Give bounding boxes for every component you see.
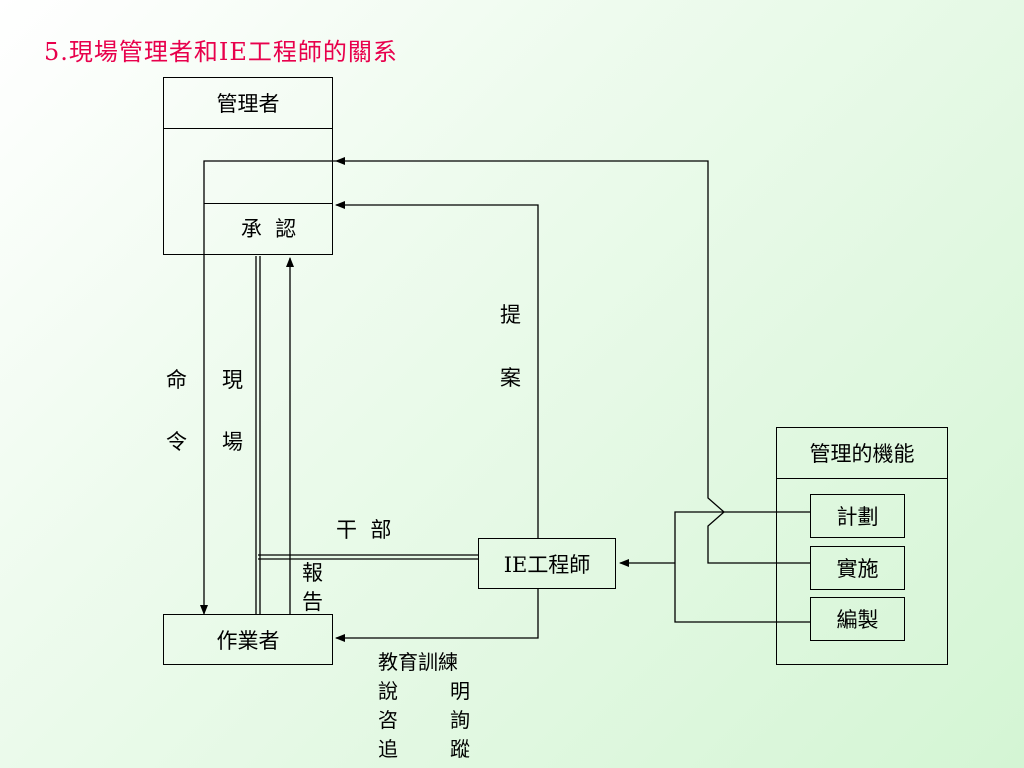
function-plan-label: 計劃 xyxy=(836,505,879,529)
cadre-label: 干 部 xyxy=(336,518,392,542)
proposal-label-2: 案 xyxy=(500,366,521,390)
ie-engineer-box: IE工程師 xyxy=(478,538,616,589)
training-item: 蹤 xyxy=(450,737,470,761)
training-list: 教育訓練 說 明 咨 詢 追 蹤 xyxy=(378,646,478,762)
proposal-label-1: 提 xyxy=(500,303,521,327)
training-item: 教育訓練 xyxy=(378,650,458,674)
training-item: 追 xyxy=(378,737,398,761)
training-row: 教育訓練 xyxy=(378,646,478,675)
function-execute-box: 實施 xyxy=(810,546,905,590)
functions-bracket xyxy=(674,511,810,623)
manager-title: 管理者 xyxy=(216,92,280,116)
training-row: 咨 詢 xyxy=(378,704,478,733)
training-item: 明 xyxy=(450,679,470,703)
command-label-1: 命 xyxy=(166,368,187,392)
functions-title: 管理的機能 xyxy=(809,442,915,466)
execution-to-manager-arrow xyxy=(335,157,810,564)
site-label-2: 場 xyxy=(222,430,243,454)
worker-box: 作業者 xyxy=(163,614,333,665)
function-plan-box: 計劃 xyxy=(810,494,905,538)
approve-label: 承 認 xyxy=(240,217,297,241)
ie-engineer-label: IE工程師 xyxy=(503,552,591,577)
function-compile-label: 編製 xyxy=(836,608,879,632)
training-row: 說 明 xyxy=(378,675,478,704)
proposal-arrow xyxy=(335,201,539,538)
functions-box: 管理的機能 xyxy=(776,427,948,665)
functions-divider xyxy=(777,478,947,479)
function-execute-label: 實施 xyxy=(836,557,879,581)
training-item: 說 xyxy=(378,679,398,703)
training-row: 追 蹤 xyxy=(378,733,478,762)
report-label-2: 告 xyxy=(302,590,323,614)
approve-divider xyxy=(204,203,333,204)
slide-title: 5.現場管理者和IE工程師的關系 xyxy=(44,38,398,66)
worker-label: 作業者 xyxy=(216,628,280,653)
command-label-2: 令 xyxy=(166,430,187,454)
function-compile-box: 編製 xyxy=(810,597,905,641)
manager-box: 管理者 承 認 xyxy=(163,77,333,255)
training-arrow xyxy=(335,588,539,642)
site-label-1: 現 xyxy=(222,368,243,392)
report-label-1: 報 xyxy=(302,561,323,585)
manager-divider xyxy=(164,128,332,129)
training-item: 詢 xyxy=(450,708,470,732)
command-arrow xyxy=(200,160,336,615)
training-item: 咨 xyxy=(378,708,398,732)
